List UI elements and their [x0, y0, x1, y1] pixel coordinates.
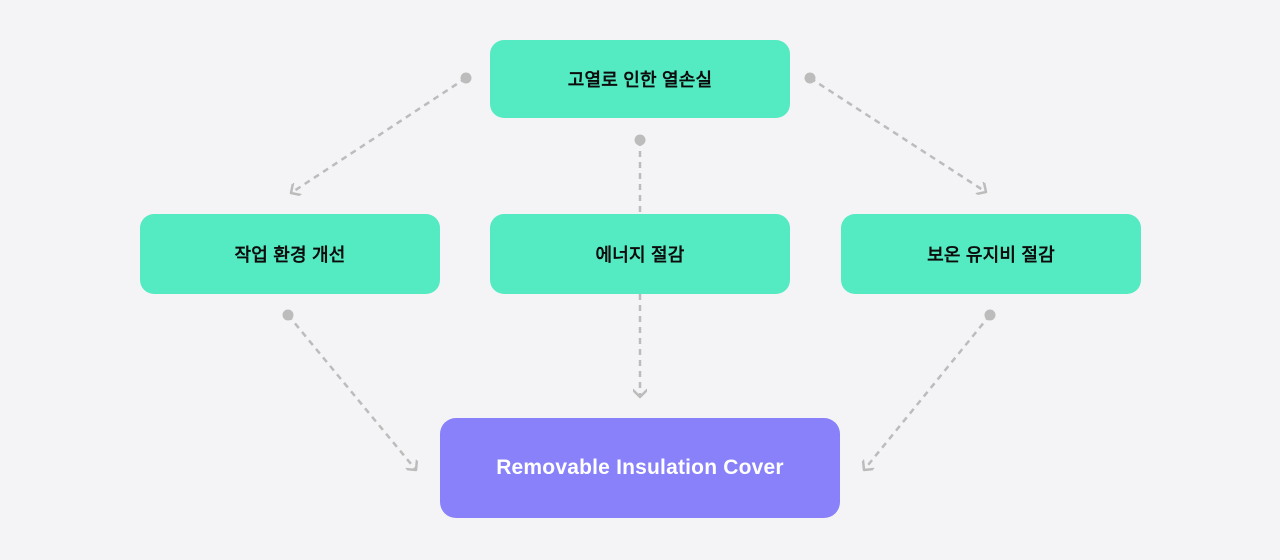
- edge-heatloss-to-solution: [635, 134, 646, 398]
- node-solution-label: Removable Insulation Cover: [496, 456, 784, 479]
- node-maintenance-cost: 보온 유지비 절감: [841, 214, 1141, 294]
- edge-maintenance-to-solution: [864, 309, 996, 471]
- node-energy-saving: 에너지 절감: [490, 214, 790, 294]
- node-work-environment-label: 작업 환경 개선: [234, 245, 346, 265]
- edge-heatloss-to-maintenance: [804, 72, 987, 193]
- node-heat-loss-label: 고열로 인한 열손실: [567, 70, 713, 90]
- node-solution: Removable Insulation Cover: [440, 418, 840, 518]
- node-heat-loss: 고열로 인한 열손실: [490, 40, 790, 118]
- node-work-environment: 작업 환경 개선: [140, 214, 440, 294]
- node-maintenance-cost-label: 보온 유지비 절감: [927, 245, 1055, 265]
- edge-heatloss-to-workenv: [291, 72, 472, 194]
- edge-workenv-to-solution: [282, 309, 417, 471]
- node-energy-saving-label: 에너지 절감: [595, 245, 685, 265]
